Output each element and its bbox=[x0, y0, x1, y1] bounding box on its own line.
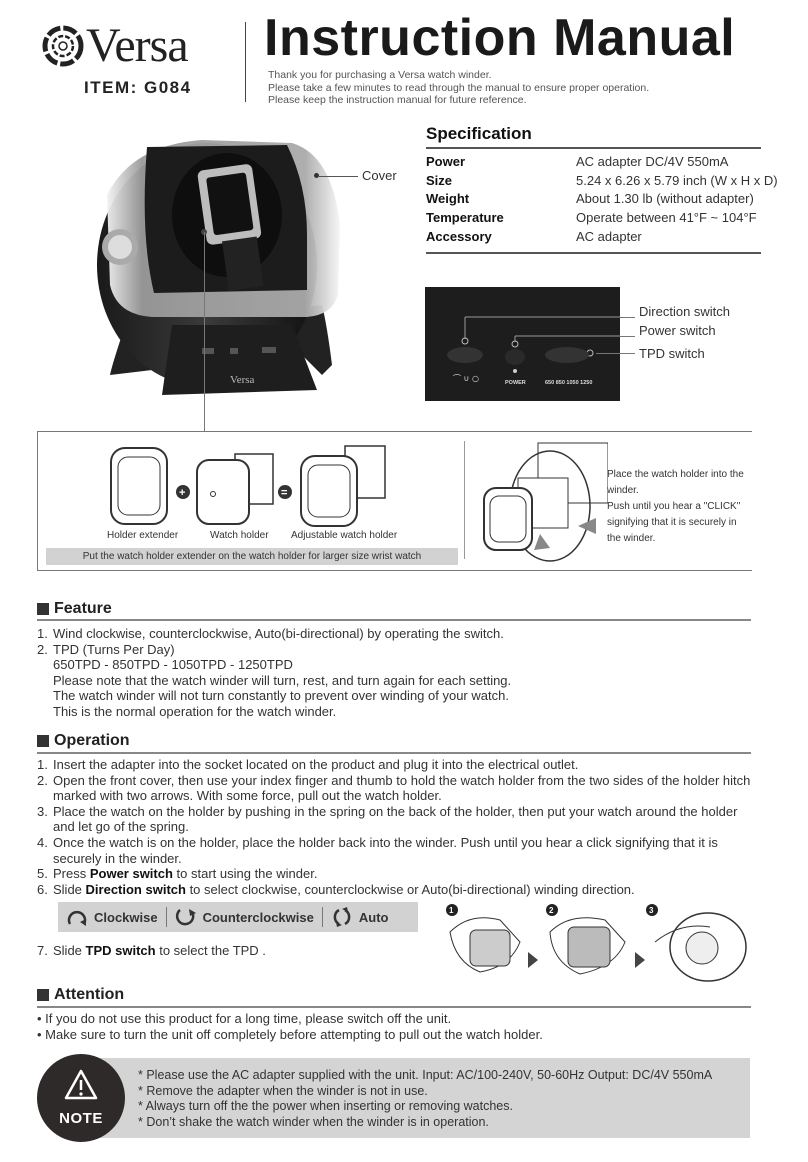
list-item: * Remove the adapter when the winder is … bbox=[138, 1083, 428, 1098]
svg-text:Versa: Versa bbox=[230, 374, 255, 386]
control-panel-graphic: ⌒ ∪ ○ POWER 650 850 1050 1250 bbox=[447, 316, 635, 386]
direction-clockwise: Clockwise bbox=[58, 907, 166, 927]
list-item: • If you do not use this product for a l… bbox=[37, 1011, 452, 1026]
list-item: 3.Place the watch on the holder by pushi… bbox=[37, 803, 738, 835]
power-callout-line bbox=[620, 336, 635, 337]
attention-list: • If you do not use this product for a l… bbox=[37, 1011, 543, 1042]
product-photo: Versa bbox=[97, 140, 340, 395]
direction-switch-label: Direction switch bbox=[639, 304, 731, 319]
brand-logo: Versa bbox=[42, 19, 189, 72]
clockwise-arrow-icon bbox=[67, 910, 87, 926]
holder-assembly-illustration: + = bbox=[110, 445, 386, 527]
note-panel bbox=[93, 1058, 750, 1138]
list-item: * Don’t shake the watch winder when the … bbox=[138, 1114, 489, 1129]
direction-separator bbox=[321, 907, 323, 927]
list-item: 2. TPD (Turns Per Day) 650TPD - 850TPD -… bbox=[37, 641, 512, 719]
direction-legend: Clockwise Counterclockwise Auto bbox=[58, 902, 418, 932]
auto-bidirectional-icon bbox=[333, 907, 351, 927]
section-square-icon bbox=[37, 735, 49, 747]
note-badge: NOTE bbox=[37, 1054, 125, 1142]
list-item: * Always turn off the the power when ins… bbox=[138, 1099, 513, 1113]
svg-text:+: + bbox=[179, 487, 185, 499]
intro-line: Thank you for purchasing a Versa watch w… bbox=[268, 69, 492, 81]
section-square-icon bbox=[37, 989, 49, 1001]
page-title: Instruction Manual bbox=[264, 9, 736, 67]
specification-title: Specification bbox=[426, 124, 532, 143]
diagram-divider bbox=[464, 441, 465, 559]
section-square-icon bbox=[37, 603, 49, 615]
operation-list-continued: 7.Slide TPD switch to select the TPD . bbox=[37, 943, 266, 959]
note-list: * Please use the AC adapter supplied wit… bbox=[138, 1068, 712, 1130]
insert-holder-illustration bbox=[483, 442, 608, 562]
power-switch-label: Power switch bbox=[639, 323, 716, 338]
insert-instructions: Place the watch holder into the winder. … bbox=[607, 469, 744, 544]
intro-text: Thank you for purchasing a Versa watch w… bbox=[268, 69, 649, 107]
feature-list: 1.Wind clockwise, counterclockwise, Auto… bbox=[37, 626, 757, 720]
control-panel-photo: ⌒ ∪ ○ POWER 650 850 1050 1250 bbox=[425, 287, 635, 401]
attention-rule bbox=[37, 1006, 751, 1008]
svg-text:3: 3 bbox=[649, 906, 654, 915]
counterclockwise-arrow-icon bbox=[175, 909, 196, 926]
operation-list: 1.Insert the adapter into the socket loc… bbox=[37, 757, 757, 897]
item-number: ITEM: G084 bbox=[84, 78, 192, 97]
svg-text:2: 2 bbox=[549, 906, 554, 915]
holder-removal-steps-illustration: 1 2 3 bbox=[446, 904, 747, 982]
tpd-switch-label: TPD switch bbox=[639, 346, 705, 361]
holder-diagram-box bbox=[37, 431, 752, 571]
list-item: 4.Once the watch is on the holder, place… bbox=[37, 834, 718, 866]
list-item: * Please use the AC adapter supplied wit… bbox=[138, 1068, 713, 1082]
adjustable-holder-label: Adjustable watch holder bbox=[291, 530, 398, 541]
direction-counterclockwise: Counterclockwise bbox=[167, 907, 322, 927]
brand-name: Versa bbox=[86, 19, 189, 72]
attention-heading: Attention bbox=[37, 986, 124, 1004]
cover-callout-dot bbox=[314, 173, 319, 178]
holder-diagram-caption: Put the watch holder extender on the wat… bbox=[46, 548, 458, 565]
list-item: 5.Press Power switch to start using the … bbox=[37, 866, 318, 882]
svg-text:650 850 1050 1250: 650 850 1050 1250 bbox=[545, 380, 592, 386]
direction-auto: Auto bbox=[323, 907, 397, 927]
svg-text:⌒ ∪ ○: ⌒ ∪ ○ bbox=[453, 374, 479, 383]
tpd-callout-line bbox=[596, 353, 635, 354]
watch-holder-label: Watch holder bbox=[210, 530, 269, 541]
holder-callout-line bbox=[204, 232, 205, 432]
list-item: • Make sure to turn the unit off complet… bbox=[37, 1026, 543, 1042]
spec-bottom-rule bbox=[426, 252, 761, 254]
spec-top-rule bbox=[426, 147, 761, 149]
svg-text:POWER: POWER bbox=[505, 380, 526, 386]
intro-line: Please take a few minutes to read throug… bbox=[268, 81, 650, 94]
list-item: 1.Wind clockwise, counterclockwise, Auto… bbox=[37, 626, 504, 641]
holder-extender-label: Holder extender bbox=[107, 530, 179, 541]
direction-separator bbox=[165, 907, 167, 927]
operation-rule bbox=[37, 752, 751, 754]
svg-text:1: 1 bbox=[449, 906, 454, 915]
versa-swirl-icon bbox=[42, 25, 84, 67]
operation-heading: Operation bbox=[37, 732, 130, 750]
direction-callout-line bbox=[620, 317, 635, 318]
cover-label: Cover bbox=[362, 168, 397, 183]
note-label: NOTE bbox=[59, 1110, 103, 1127]
cover-callout-line bbox=[318, 176, 358, 177]
list-item: 1.Insert the adapter into the socket loc… bbox=[37, 757, 579, 772]
list-item: 2.Open the front cover, then use your in… bbox=[37, 772, 751, 804]
feature-heading: Feature bbox=[37, 600, 112, 618]
header-divider bbox=[245, 22, 246, 102]
svg-text:=: = bbox=[281, 487, 287, 499]
list-item: 6.Slide Direction switch to select clock… bbox=[37, 881, 635, 897]
list-item: 7.Slide TPD switch to select the TPD . bbox=[37, 943, 266, 958]
intro-line: Please keep the instruction manual for f… bbox=[268, 94, 527, 106]
warning-triangle-icon bbox=[64, 1069, 98, 1100]
feature-rule bbox=[37, 619, 751, 621]
